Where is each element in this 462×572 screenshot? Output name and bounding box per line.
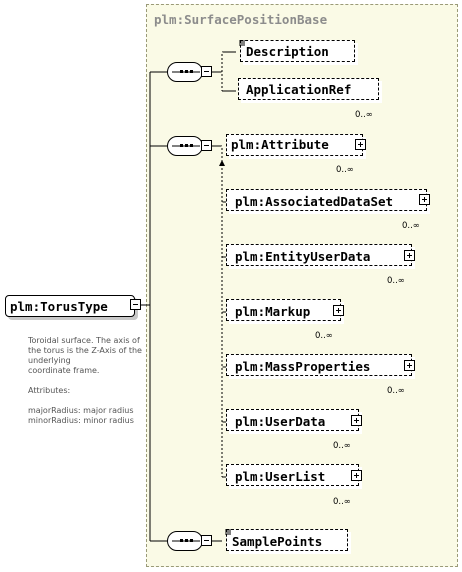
root-collapse-toggle[interactable] [130, 299, 141, 310]
cardinality-label: 0..∞ [355, 110, 373, 120]
cardinality-label: 0..∞ [387, 276, 405, 286]
element-user-data-expand-toggle[interactable] [351, 415, 362, 426]
cardinality-label: 0..∞ [333, 497, 351, 507]
sequence-3-collapse-toggle[interactable] [201, 535, 212, 546]
doc-line: minorRadius: minor radius [28, 416, 134, 425]
sequence-icon [172, 70, 200, 73]
element-associated-data-set-expand-toggle[interactable] [419, 194, 430, 205]
doc-line: majorRadius: major radius [28, 406, 134, 415]
element-user-list-expand-toggle[interactable] [351, 470, 362, 481]
sequence-compositor-3[interactable] [167, 531, 203, 551]
doc-line: coordinate frame. [28, 366, 100, 375]
element-markup-label: plm:Markup [235, 304, 311, 319]
sequence-compositor-1[interactable] [167, 62, 203, 82]
element-entity-user-data-expand-toggle[interactable] [404, 250, 415, 261]
sequence-compositor-2[interactable] [167, 136, 203, 156]
cardinality-label: 0..∞ [387, 386, 405, 396]
element-description-label: Description [246, 44, 329, 59]
cardinality-label: 0..∞ [336, 165, 354, 175]
element-mass-properties-label: plm:MassProperties [235, 359, 371, 374]
element-application-ref[interactable] [238, 78, 379, 100]
doc-line: Toroidal surface. The axis of the torus … [28, 336, 142, 365]
element-user-list-label: plm:UserList [235, 469, 326, 484]
documentation-icon [239, 40, 245, 46]
element-entity-user-data-label: plm:EntityUserData [235, 249, 371, 264]
cardinality-label: 0..∞ [315, 331, 333, 341]
element-associated-data-set-label: plm:AssociatedDataSet [235, 194, 394, 209]
root-element-label: plm:TorusType [10, 299, 108, 314]
element-user-data-label: plm:UserData [235, 414, 326, 429]
element-sample-points[interactable] [226, 529, 348, 551]
sequence-icon [172, 144, 200, 147]
element-attribute-expand-toggle[interactable] [355, 139, 366, 150]
element-application-ref-label: ApplicationRef [246, 82, 352, 97]
sequence-1-collapse-toggle[interactable] [201, 66, 212, 77]
cardinality-label: 0..∞ [333, 441, 351, 451]
element-mass-properties-expand-toggle[interactable] [404, 360, 415, 371]
doc-line [10, 396, 142, 406]
group-title: plm:SurfacePositionBase [154, 12, 328, 27]
doc-line: Attributes: [28, 386, 71, 395]
documentation-text: Toroidal surface. The axis of the torus … [10, 336, 142, 426]
documentation-icon [225, 529, 231, 535]
element-sample-points-label: SamplePoints [232, 534, 323, 549]
sequence-2-collapse-toggle[interactable] [201, 140, 212, 151]
element-description[interactable] [240, 40, 355, 62]
element-markup-expand-toggle[interactable] [333, 305, 344, 316]
element-attribute-label: plm:Attribute [231, 137, 329, 152]
sequence-icon [172, 539, 200, 542]
cardinality-label: 0..∞ [402, 221, 420, 231]
doc-line [10, 376, 142, 386]
